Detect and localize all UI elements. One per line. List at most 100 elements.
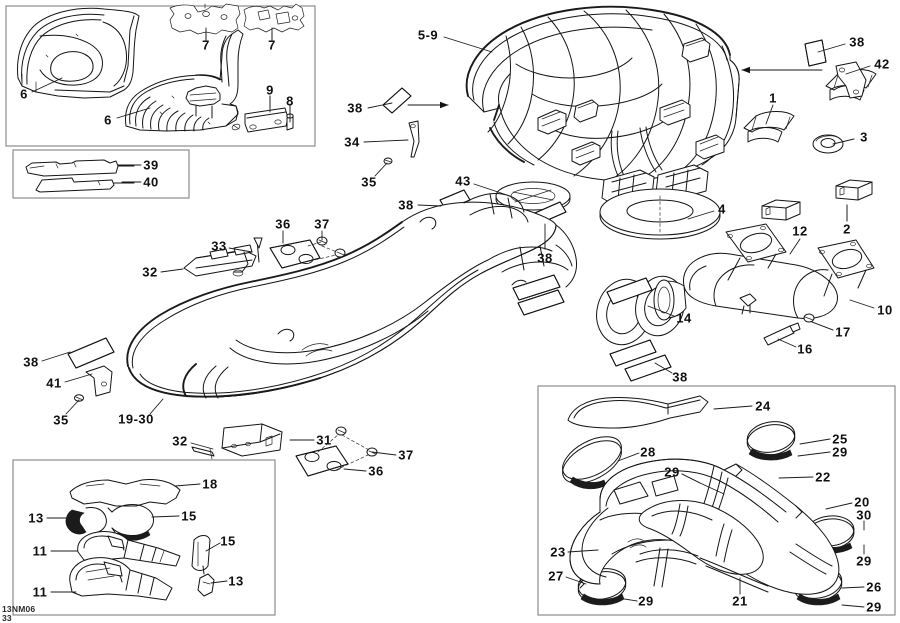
callout-label-40: 40 (143, 174, 159, 190)
leader-line (151, 515, 180, 518)
leader-line (190, 442, 214, 450)
callout-label-35: 35 (53, 412, 69, 428)
callout-label-38: 38 (347, 100, 363, 116)
mounts-group (67, 236, 378, 477)
callout-label-3: 3 (860, 129, 868, 145)
leader-line (713, 405, 753, 410)
callout-label-29: 29 (866, 599, 882, 615)
callout-label-4: 4 (718, 201, 726, 217)
leader-line (343, 468, 367, 472)
hood-panels-group (17, 3, 305, 133)
leader-line (811, 321, 834, 331)
callout-label-18: 18 (202, 476, 218, 492)
callout-label-12: 12 (792, 223, 808, 239)
leader-line (654, 362, 673, 374)
callout-label-11: 11 (32, 584, 48, 600)
callout-label-37: 37 (398, 447, 414, 463)
callout-label-7: 7 (202, 37, 210, 53)
leader-line (825, 502, 853, 510)
leader-line (832, 138, 855, 145)
callout-label-6: 6 (20, 86, 28, 102)
callout-label-38: 38 (849, 34, 865, 50)
leader-line (41, 351, 71, 362)
tuned-pipe-inset-group (562, 395, 855, 606)
callout-label-43: 43 (455, 173, 471, 189)
hardware-34-35-38 (382, 87, 420, 165)
page-number-text: 33 (2, 612, 12, 623)
leader-line (160, 268, 184, 273)
callout-label-36: 36 (275, 216, 291, 232)
silencer-inset-group (65, 479, 215, 601)
leader-line (681, 473, 701, 484)
callout-label-25: 25 (832, 431, 848, 447)
callout-label-41: 41 (46, 375, 62, 391)
callout-label-20: 20 (854, 494, 870, 510)
leader-line (565, 576, 587, 585)
callout-label-38: 38 (398, 197, 414, 213)
leader-line (116, 107, 151, 119)
leader-line (567, 549, 599, 553)
tuned-pipe-main (126, 193, 577, 399)
callout-label-28: 28 (640, 444, 656, 460)
callout-label-22: 22 (815, 469, 831, 485)
callout-label-7: 7 (268, 37, 276, 53)
leader-line (797, 451, 831, 457)
leader-line (845, 65, 871, 75)
callout-label-9: 9 (266, 82, 274, 98)
leader-line (363, 139, 409, 143)
callout-label-11: 11 (32, 543, 48, 559)
leader-line (228, 247, 253, 253)
callout-label-26: 26 (866, 579, 882, 595)
callout-label-8: 8 (286, 93, 294, 109)
callout-leaders (31, 27, 875, 608)
leader-line (687, 210, 715, 220)
leader-line (417, 204, 442, 207)
pads-brackets-group (743, 39, 877, 222)
callout-label-29: 29 (856, 553, 872, 569)
callout-label-14: 14 (676, 310, 692, 326)
callout-label-31: 31 (316, 432, 332, 448)
leader-line (849, 299, 875, 309)
callout-label-37: 37 (314, 216, 330, 232)
callout-label-10: 10 (877, 302, 893, 318)
callout-label-29: 29 (832, 444, 848, 460)
leader-line (367, 102, 393, 109)
callout-label-16: 16 (797, 341, 813, 357)
callout-label-2: 2 (843, 221, 851, 237)
leader-line (817, 43, 846, 53)
callout-label-29: 29 (638, 593, 654, 609)
callout-label-38: 38 (23, 354, 39, 370)
callout-label-15: 15 (220, 533, 236, 549)
leader-line (149, 398, 164, 415)
leader-line (778, 476, 814, 479)
leader-line (174, 483, 201, 487)
callout-label-42: 42 (874, 56, 890, 72)
callout-label-23: 23 (550, 544, 566, 560)
callout-label-21: 21 (732, 593, 748, 609)
leader-line (789, 238, 801, 255)
callout-label-32: 32 (142, 264, 158, 280)
leader-line (647, 305, 675, 317)
muffler-assembly-group (465, 5, 740, 240)
leader-line (64, 373, 93, 383)
leader-line (31, 77, 63, 93)
seal-strips-group (25, 159, 135, 193)
callout-label-38: 38 (672, 369, 688, 385)
callout-label-39: 39 (143, 157, 159, 173)
leader-line (841, 604, 865, 608)
callout-label-36: 36 (368, 463, 384, 479)
callout-label-38: 38 (537, 250, 553, 266)
callout-label-32: 32 (172, 433, 188, 449)
callout-label-1: 1 (769, 90, 777, 106)
callout-label-19-30: 19-30 (118, 411, 154, 427)
callout-label-27: 27 (548, 568, 564, 584)
inset-frames (5, 5, 896, 616)
callout-label-17: 17 (835, 324, 851, 340)
callout-label-13: 13 (228, 573, 244, 589)
callout-label-24: 24 (755, 398, 771, 414)
leader-line (374, 162, 388, 177)
leader-line (205, 542, 221, 552)
callout-label-5-9: 5-9 (417, 27, 439, 43)
